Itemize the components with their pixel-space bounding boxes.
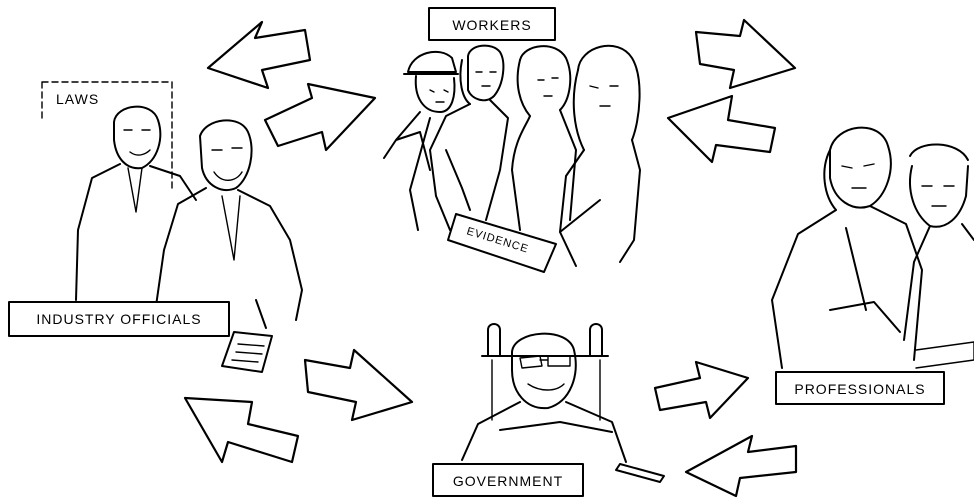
- arrow-government-to-professionals: [653, 360, 750, 420]
- worker-figure-2: [429, 44, 509, 231]
- arrow-officials-to-workers: [263, 82, 377, 152]
- worker-figure-1: [383, 50, 459, 231]
- worker-figure-3: [511, 45, 577, 231]
- professionals-label: PROFESSIONALS: [794, 381, 925, 397]
- worker-figure-4: [559, 44, 641, 267]
- official-document: [221, 331, 273, 373]
- workers-label: WORKERS: [452, 17, 531, 33]
- government-group: GOVERNMENT: [432, 323, 665, 497]
- official-figure-front: [155, 119, 303, 329]
- industry-officials-label-box: [8, 301, 230, 337]
- workers-group: WORKERS: [383, 7, 641, 273]
- evidence-paper: EVIDENCE: [447, 213, 557, 273]
- arrow-professionals-to-workers: [666, 94, 777, 164]
- throne: [481, 323, 609, 421]
- official-figure-back: [75, 105, 197, 301]
- arrow-workers-to-professionals: [694, 18, 797, 90]
- government-label-box: [432, 463, 584, 497]
- government-label: GOVERNMENT: [453, 473, 563, 489]
- arrow-officials-to-government: [303, 348, 414, 422]
- laws-label: LAWS: [56, 91, 99, 107]
- professional-figure-2: [903, 143, 974, 369]
- industry-officials-group: LAWS INDUSTRY OFFICIALS: [8, 81, 303, 373]
- professional-figure-1: [771, 126, 923, 369]
- arrow-workers-to-officials: [206, 20, 312, 90]
- workers-label-box: [428, 7, 556, 41]
- arrow-professionals-to-government: [684, 434, 798, 498]
- arrow-government-to-officials: [183, 396, 300, 464]
- industry-officials-label: INDUSTRY OFFICIALS: [36, 311, 201, 327]
- government-figure: [461, 332, 665, 483]
- professionals-label-box: [775, 371, 945, 405]
- professionals-group: PROFESSIONALS: [771, 126, 974, 405]
